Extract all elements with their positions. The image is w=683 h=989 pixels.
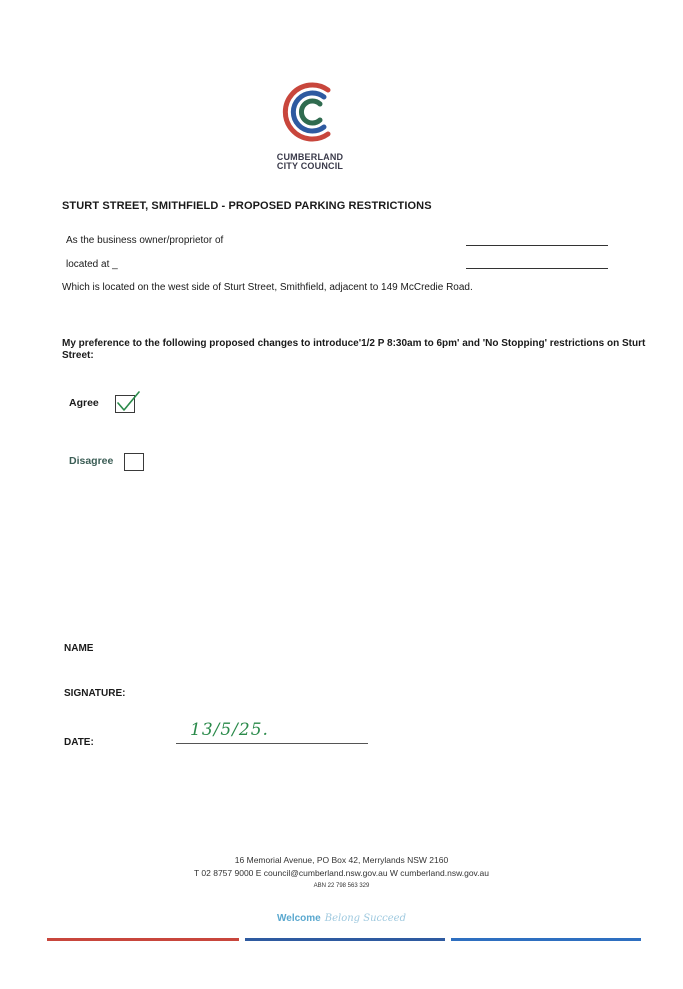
located-line[interactable]: [466, 268, 608, 269]
council-logo-icon: [282, 82, 331, 142]
footer-bar-red: [47, 938, 239, 941]
footer-address: 16 Memorial Avenue, PO Box 42, Merryland…: [234, 855, 449, 865]
name-label: NAME: [64, 643, 94, 654]
date-line[interactable]: [176, 743, 368, 744]
logo-text-line1: CUMBERLAND: [276, 152, 344, 162]
agree-label: Agree: [69, 397, 99, 409]
signature-label: SIGNATURE:: [64, 688, 126, 699]
preference-question: My preference to the following proposed …: [62, 338, 646, 361]
owner-line[interactable]: [466, 245, 608, 246]
footer-abn: ABN 22 798 563 329: [313, 883, 370, 889]
location-statement: Which is located on the west side of Stu…: [62, 282, 473, 293]
owner-label: As the business owner/proprietor of: [66, 235, 224, 246]
footer-contact: T 02 8757 9000 E council@cumberland.nsw.…: [194, 868, 489, 878]
checkmark-icon: [117, 391, 140, 411]
welcome-word: Welcome: [277, 913, 321, 924]
disagree-label: Disagree: [69, 455, 114, 467]
date-label: DATE:: [64, 737, 94, 748]
disagree-checkbox[interactable]: [124, 453, 144, 471]
logo-text-line2: CITY COUNCIL: [276, 161, 344, 171]
located-label: located at _: [66, 259, 118, 270]
welcome-tagline: Belong Succeed: [324, 913, 406, 924]
footer-bar-blue: [245, 938, 445, 941]
document-title: STURT STREET, SMITHFIELD - PROPOSED PARK…: [62, 200, 432, 212]
date-handwritten-value: 13/5/25.: [190, 720, 269, 740]
agree-checkbox[interactable]: [115, 391, 140, 413]
footer-bar-lightblue: [451, 938, 641, 941]
